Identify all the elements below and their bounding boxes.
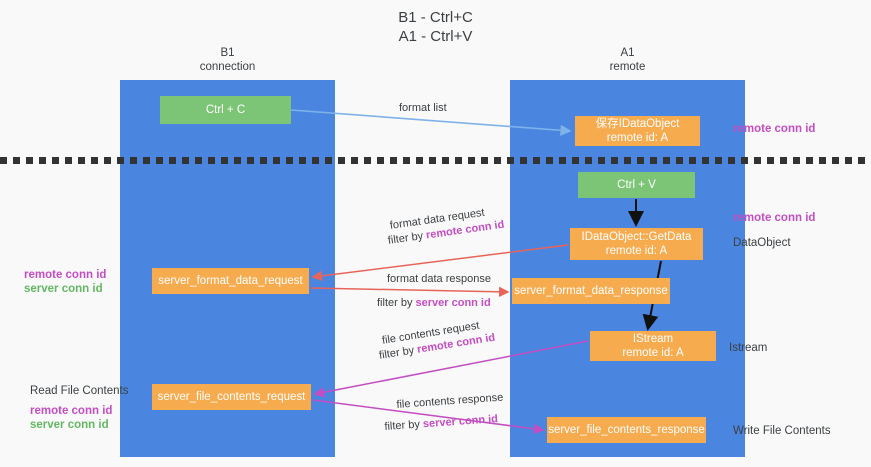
edge-label-file-contents-response-filter: filter by server conn id xyxy=(384,412,498,434)
annotation-remote-conn-id-top: remote conn id xyxy=(733,123,816,135)
node-server-format-data-response[interactable]: server_format_data_response xyxy=(512,278,670,304)
filter-prefix: filter by xyxy=(377,297,416,309)
annotation-left-server-conn-id-2: server conn id xyxy=(30,419,109,431)
node-idataobject-getdata[interactable]: IDataObject::GetData remote id: A xyxy=(570,228,703,260)
node-server-format-data-request[interactable]: server_format_data_request xyxy=(152,268,309,294)
edge-label-file-contents-response: file contents response xyxy=(396,391,504,411)
annotation-dataobject: DataObject xyxy=(733,237,791,249)
boundary-dashed-line xyxy=(0,157,871,164)
filter-prefix: filter by xyxy=(384,418,424,433)
filter-prefix: filter by xyxy=(387,229,427,247)
annotation-istream: Istream xyxy=(729,342,768,354)
node-server-file-contents-response[interactable]: server_file_contents_response xyxy=(547,417,706,443)
filter-key: server conn id xyxy=(415,297,491,309)
node-istream[interactable]: IStream remote id: A xyxy=(590,331,716,361)
annotation-left-remote-conn-id: remote conn id xyxy=(24,269,107,281)
column-header-b1: B1 connection xyxy=(199,47,256,73)
annotation-left-server-conn-id: server conn id xyxy=(24,283,103,295)
annotation-write-file-contents: Write File Contents xyxy=(733,425,831,437)
filter-key: server conn id xyxy=(422,413,499,431)
node-server-file-contents-request[interactable]: server_file_contents_request xyxy=(152,384,311,410)
node-idataobject[interactable]: 保存IDataObject remote id: A xyxy=(575,116,700,146)
annotation-left-conn-ids: remote conn id server conn id xyxy=(24,268,106,296)
column-header-a1: A1 remote xyxy=(609,47,646,73)
annotation-left-read-file-contents-group: Read File Contents remote conn id server… xyxy=(30,384,128,432)
annotation-remote-conn-id-mid: remote conn id xyxy=(733,212,816,224)
diagram-title: B1 - Ctrl+C A1 - Ctrl+V xyxy=(398,9,473,45)
edge-label-format-data-response-filter: filter by server conn id xyxy=(377,296,491,310)
annotation-left-remote-conn-id-2: remote conn id xyxy=(30,405,113,417)
node-ctrl-v[interactable]: Ctrl + V xyxy=(578,172,695,198)
node-ctrl-c[interactable]: Ctrl + C xyxy=(160,96,291,124)
annotation-read-file-contents: Read File Contents xyxy=(30,385,129,397)
edge-label-format-list: format list xyxy=(399,102,447,114)
edge-label-format-data-response: format data response xyxy=(387,273,491,285)
